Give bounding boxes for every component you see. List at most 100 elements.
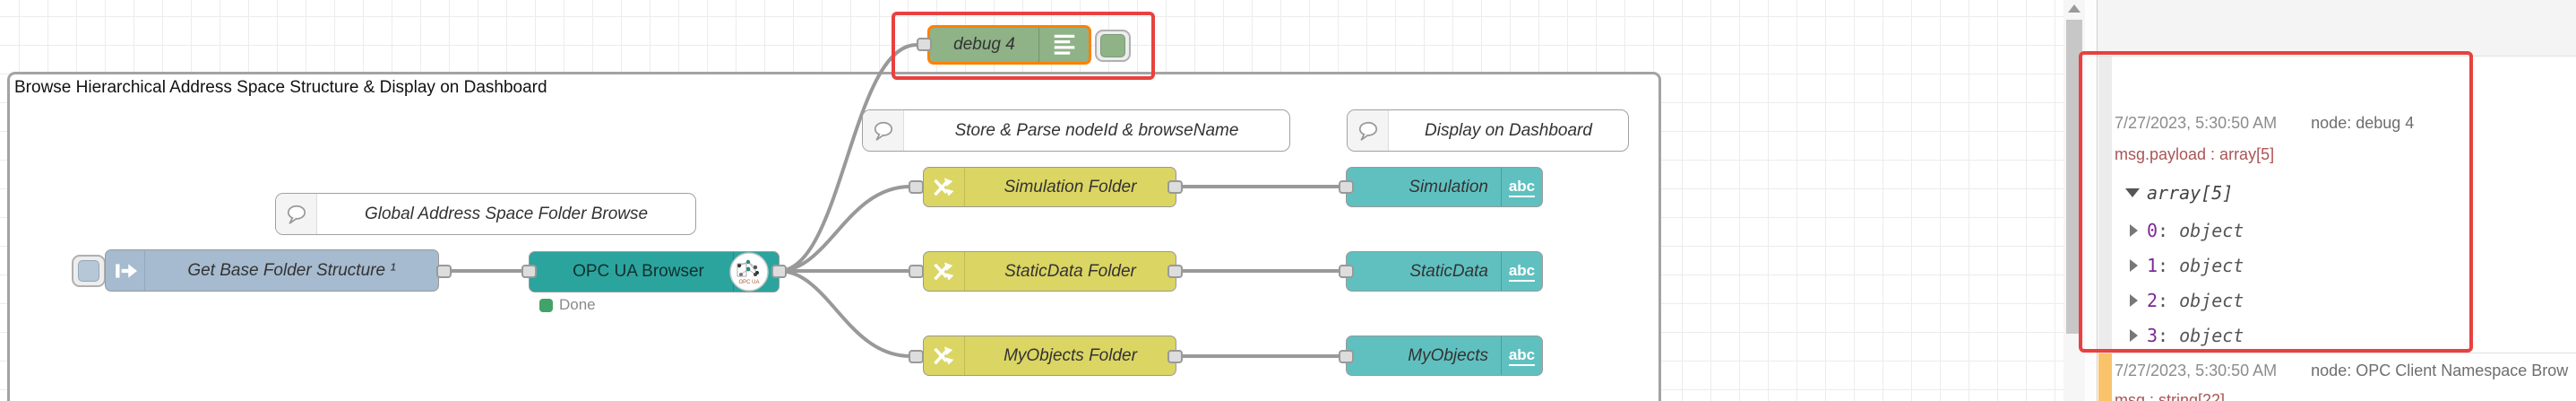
tree-root-label: array[5]	[2147, 182, 2234, 204]
node-label: StaticData Folder	[1004, 261, 1136, 281]
item-key: 2	[2147, 290, 2158, 311]
expand-icon[interactable]	[2130, 329, 2138, 342]
debug-sidebar: 7/27/2023, 5:30:50 AM node: debug 4 msg.…	[2097, 0, 2576, 401]
input-port[interactable]	[909, 350, 924, 363]
comment-node-display-dashboard[interactable]: Display on Dashboard	[1347, 109, 1629, 152]
item-key: 3	[2147, 325, 2158, 346]
item-value: object	[2179, 255, 2244, 276]
input-port[interactable]	[1339, 180, 1354, 194]
flow-canvas[interactable]: Browse Hierarchical Address Space Struct…	[0, 0, 2063, 401]
tree-item-row[interactable]: 2: object	[2130, 290, 2244, 311]
debug-toggle-inner	[1100, 34, 1125, 57]
message-timestamp: 7/27/2023, 5:30:50 AM	[2115, 362, 2278, 379]
message-left-bar-highlight	[2098, 353, 2112, 401]
node-label: MyObjects	[1408, 345, 1488, 365]
change-abc-icon: abc	[1508, 178, 1536, 197]
expand-icon[interactable]	[2130, 259, 2138, 272]
debug-lines-icon	[1054, 34, 1074, 55]
message-meta: 7/27/2023, 5:30:50 AM node: OPC Client N…	[2115, 362, 2568, 380]
item-separator: :	[2158, 255, 2169, 276]
sidebar-gutter	[2085, 0, 2097, 401]
node-label: MyObjects Folder	[1004, 345, 1137, 365]
inject-button[interactable]	[72, 255, 106, 287]
switch-node-staticdata[interactable]: StaticData Folder	[923, 251, 1176, 292]
message-timestamp: 7/27/2023, 5:30:50 AM	[2115, 114, 2278, 132]
change-node-myobjects[interactable]: MyObjects abc	[1346, 336, 1543, 376]
node-label: Simulation Folder	[1004, 177, 1137, 196]
message-property: msg : string[22]	[2115, 391, 2226, 401]
comment-bubble-icon	[1358, 121, 1377, 141]
item-key: 1	[2147, 255, 2158, 276]
node-label: Simulation	[1409, 177, 1488, 196]
collapse-icon[interactable]	[2125, 188, 2140, 197]
scrollbar-up-button[interactable]	[2063, 0, 2085, 16]
debug-toggle-button[interactable]	[1095, 30, 1131, 62]
change-node-simulation[interactable]: Simulation abc	[1346, 167, 1543, 207]
debug-list-top-space	[2098, 0, 2576, 57]
debug-message: 7/27/2023, 5:30:50 AM node: debug 4 msg.…	[2098, 57, 2576, 381]
switch-icon	[933, 178, 953, 196]
svg-text:OPC UA: OPC UA	[738, 280, 759, 285]
input-port[interactable]	[909, 180, 924, 194]
change-abc-icon: abc	[1508, 346, 1536, 366]
output-port[interactable]	[436, 265, 452, 278]
tree-item-row[interactable]: 3: object	[2130, 325, 2244, 346]
input-port[interactable]	[917, 38, 932, 51]
message-left-bar	[2098, 57, 2112, 353]
switch-node-simulation[interactable]: Simulation Folder	[923, 167, 1176, 207]
comment-bubble-icon	[287, 205, 306, 224]
inject-button-inner	[78, 260, 99, 282]
comment-bubble-icon	[874, 121, 892, 141]
comment-label: Display on Dashboard	[1425, 120, 1592, 140]
comment-label: Global Address Space Folder Browse	[364, 204, 649, 223]
scrollbar-thumb[interactable]	[2066, 20, 2082, 334]
highlight-box-debug-message	[2079, 51, 2473, 353]
message-property: msg.payload : array[5]	[2115, 145, 2275, 163]
tree-item-row[interactable]: 0: object	[2130, 220, 2244, 241]
output-port[interactable]	[1167, 265, 1183, 278]
output-port[interactable]	[1167, 350, 1183, 363]
switch-icon	[933, 262, 953, 281]
switch-node-myobjects[interactable]: MyObjects Folder	[923, 336, 1176, 376]
expand-icon[interactable]	[2130, 294, 2138, 307]
input-port[interactable]	[1339, 350, 1354, 363]
node-label: debug 4	[953, 35, 1015, 54]
item-value: object	[2179, 325, 2244, 346]
tree-item-row[interactable]: 1: object	[2130, 255, 2244, 276]
opcua-browser-node[interactable]: OPC UA Browser OPC UA	[529, 251, 780, 292]
node-label: StaticData	[1409, 261, 1488, 281]
message-property-row: msg.payload : array[5]	[2115, 145, 2274, 164]
output-port[interactable]	[1167, 180, 1183, 194]
comment-node-store-parse[interactable]: Store & Parse nodeId & browseName	[862, 109, 1290, 152]
debug-node[interactable]: debug 4	[927, 25, 1091, 65]
output-port[interactable]	[771, 265, 787, 278]
group-title: Browse Hierarchical Address Space Struct…	[14, 78, 547, 97]
item-key: 0	[2147, 220, 2158, 241]
message-meta: 7/27/2023, 5:30:50 AM node: debug 4	[2115, 114, 2414, 133]
inject-node[interactable]: Get Base Folder Structure ¹	[105, 249, 439, 292]
tree-root-row[interactable]: array[5]	[2125, 182, 2233, 204]
comment-node-global-browse[interactable]: Global Address Space Folder Browse	[275, 193, 696, 235]
inject-arrow-icon	[115, 263, 137, 278]
switch-icon	[933, 346, 953, 365]
node-status: Done	[539, 296, 596, 314]
message-property-row: msg : string[22]	[2115, 391, 2225, 401]
debug-message: 7/27/2023, 5:30:50 AM node: OPC Client N…	[2098, 353, 2576, 401]
status-text: Done	[559, 296, 596, 313]
status-dot-icon	[539, 298, 553, 312]
item-separator: :	[2158, 290, 2169, 311]
input-port[interactable]	[909, 265, 924, 278]
message-source-node: node: debug 4	[2311, 114, 2415, 132]
node-label: Get Base Folder Structure ¹	[187, 260, 396, 280]
expand-icon[interactable]	[2130, 224, 2138, 237]
node-label: OPC UA Browser	[573, 262, 704, 281]
input-port[interactable]	[1339, 265, 1354, 278]
up-arrow-icon	[2068, 4, 2081, 13]
opcua-logo-icon: OPC UA	[729, 252, 769, 292]
comment-label: Store & Parse nodeId & browseName	[954, 120, 1239, 140]
item-value: object	[2179, 290, 2244, 311]
item-separator: :	[2158, 220, 2169, 241]
input-port[interactable]	[521, 265, 537, 278]
change-node-staticdata[interactable]: StaticData abc	[1346, 251, 1543, 292]
